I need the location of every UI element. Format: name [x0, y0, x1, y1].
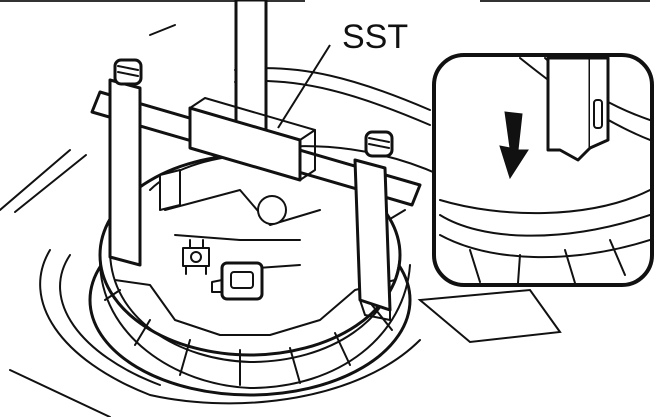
downward-direction-arrow — [499, 111, 529, 180]
electrical-connector — [211, 261, 264, 301]
special-service-tool-puller — [90, 0, 422, 321]
small-terminal — [182, 239, 210, 275]
detail-inset — [417, 53, 654, 344]
sst-label: SST — [342, 18, 408, 56]
sst-callout: SST — [277, 18, 408, 129]
